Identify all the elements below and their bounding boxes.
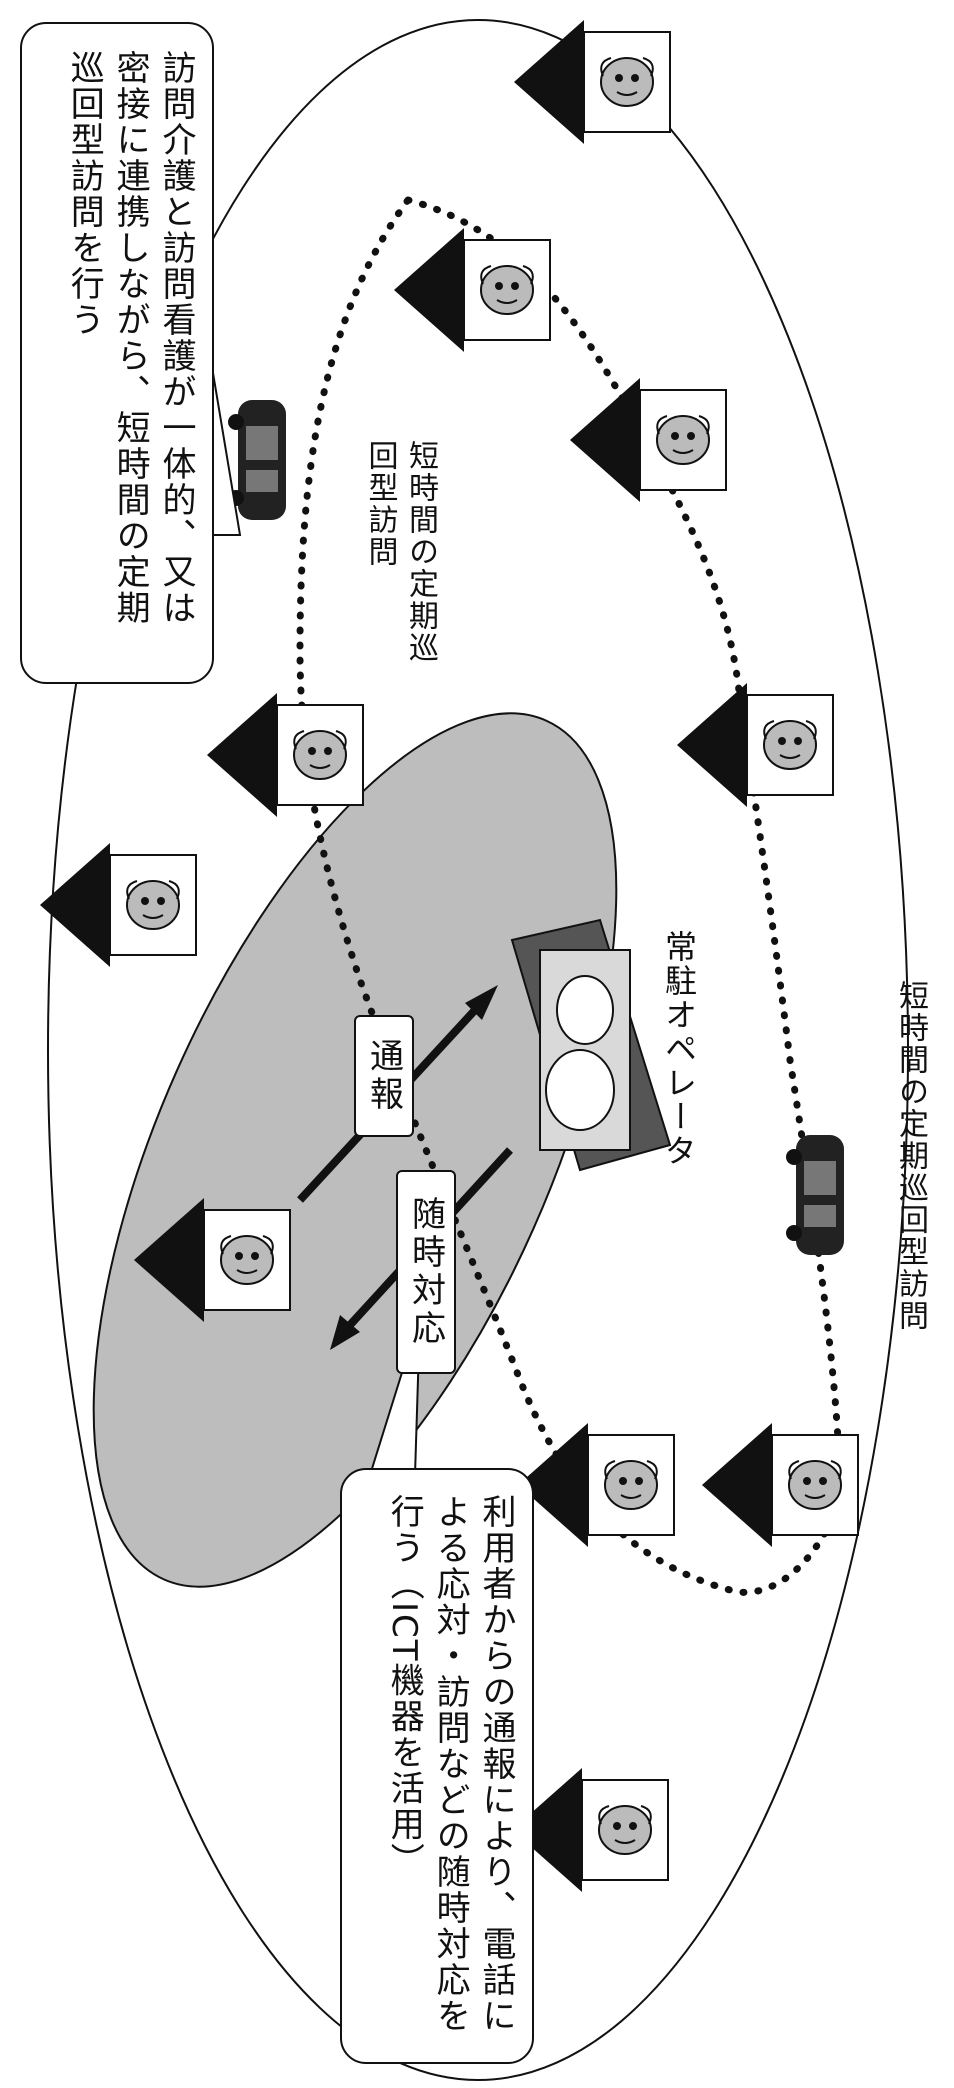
report-label: 通報 bbox=[354, 1015, 414, 1137]
house-icon bbox=[514, 20, 670, 144]
house-icon bbox=[677, 683, 833, 807]
speech-bubble-bottom: 利用者からの通報により、電話による応対・訪問などの随時対応を行う（ICT機器を活… bbox=[340, 1468, 534, 2064]
house-icon bbox=[702, 1423, 858, 1547]
house-icon bbox=[512, 1768, 668, 1892]
speech-bubble-top: 訪問介護と訪問看護が一体的、又は密接に連携しながら、短時間の定期巡回型訪問を行う bbox=[20, 22, 214, 684]
house-icon bbox=[207, 693, 363, 817]
house-icon bbox=[394, 228, 550, 352]
operator-label: 常駐オペレータ bbox=[660, 930, 698, 1168]
service-area-ellipse bbox=[47, 19, 909, 2081]
house-icon bbox=[570, 378, 726, 502]
house-icon bbox=[518, 1423, 674, 1547]
bubble-bottom-text: 利用者からの通報により、電話による応対・訪問などの随時対応を行う（ICT機器を活… bbox=[384, 1494, 516, 2034]
operator-zone-ellipse bbox=[92, 712, 618, 1588]
car-icon bbox=[786, 1135, 844, 1255]
house-icon bbox=[40, 843, 196, 967]
car-icon bbox=[228, 400, 286, 520]
route-label-inner: 短時間の定期巡回型訪問 bbox=[362, 440, 439, 664]
response-label: 随時対応 bbox=[396, 1170, 456, 1374]
bubble-top-text: 訪問介護と訪問看護が一体的、又は密接に連携しながら、短時間の定期巡回型訪問を行う bbox=[64, 50, 196, 626]
route-label-outer: 短時間の定期巡回型訪問 bbox=[893, 980, 928, 1332]
operator-icon bbox=[510, 918, 672, 1172]
